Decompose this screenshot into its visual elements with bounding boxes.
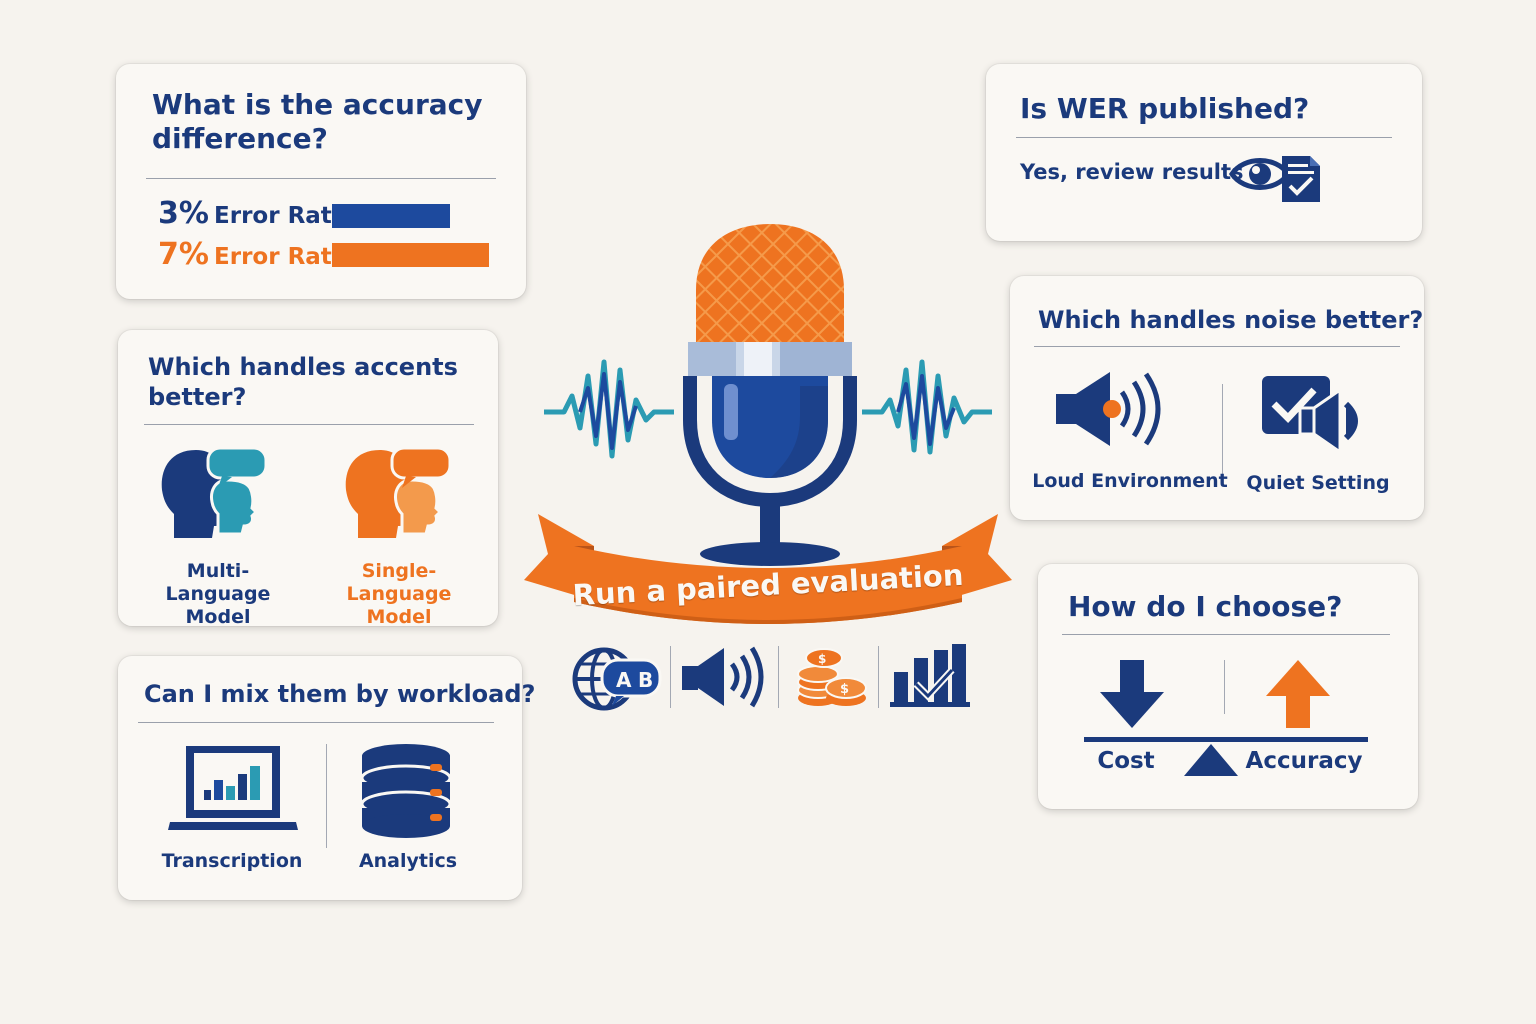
analytics-label: Analytics (358, 850, 458, 872)
error-rate-label-2: Error Rate (214, 244, 348, 270)
choose-card-separator (1224, 660, 1225, 714)
choose-card-title: How do I choose? (1068, 590, 1343, 623)
database-icon (360, 744, 452, 838)
wer-card: Is WER published? Yes, review results (986, 64, 1422, 241)
error-rate-bar-1 (332, 204, 450, 228)
error-rate-row-2: 7% Error Rate (158, 237, 347, 272)
quiet-setting-label: Quiet Setting (1246, 472, 1390, 494)
checkbox-speaker-icon (1262, 376, 1358, 455)
error-rate-value-2: 7% (158, 237, 209, 272)
speaker-loud-icon (1056, 372, 1161, 446)
accuracy-card: What is the accuracy difference? 3% Erro… (116, 64, 526, 299)
noise-card-separator (1222, 384, 1223, 476)
wer-card-title: Is WER published? (1020, 92, 1310, 125)
accents-card-title: Which handles accents better? (148, 353, 458, 411)
banner-ribbon (524, 514, 1012, 624)
center-icon-separator-3 (878, 646, 879, 708)
svg-text:$: $ (818, 652, 826, 666)
accuracy-card-title: What is the accuracy difference? (152, 88, 483, 156)
multi-language-label: Multi-Language Model (165, 560, 271, 628)
error-rate-label-1: Error Rate (214, 203, 348, 229)
svg-text:B: B (638, 668, 653, 692)
accuracy-label: Accuracy (1245, 748, 1363, 774)
wer-answer: Yes, review results (1020, 160, 1244, 184)
multi-language-heads-icon (161, 446, 268, 538)
balance-fulcrum-icon (1184, 744, 1238, 776)
noise-card-divider (1034, 346, 1400, 347)
workload-card-title: Can I mix them by workload? (144, 680, 536, 708)
laptop-chart-icon (168, 746, 298, 830)
workload-card-divider (138, 722, 494, 723)
svg-text:A: A (616, 668, 632, 692)
accents-card-divider (144, 424, 474, 425)
noise-card-title: Which handles noise better? (1038, 306, 1424, 334)
center-icon-separator-2 (778, 646, 779, 708)
workload-card-separator (326, 744, 327, 848)
sound-wave-right-icon (862, 359, 992, 455)
error-rate-value-1: 3% (158, 196, 209, 231)
loud-environment-label: Loud Environment (1032, 470, 1228, 492)
accuracy-card-divider (146, 178, 496, 179)
single-language-heads-icon (345, 446, 452, 538)
up-arrow-icon (1266, 660, 1330, 728)
error-rate-row-1: 3% Error Rate (158, 196, 347, 231)
workload-card: Can I mix them by workload? Transcriptio… (118, 656, 535, 900)
single-language-label: Single-Language Model (346, 560, 452, 628)
svg-text:$: $ (840, 682, 849, 697)
chart-check-icon (890, 644, 970, 707)
eye-document-icon (1228, 156, 1320, 202)
microphone-icon (683, 224, 857, 566)
speaker-icon (682, 646, 764, 708)
choose-card-divider (1062, 634, 1390, 635)
down-arrow-icon (1100, 660, 1164, 728)
error-rate-bar-2 (332, 243, 489, 267)
choose-card: How do I choose? Cost Accuracy (1038, 564, 1418, 809)
center-icon-separator-1 (670, 646, 671, 708)
transcription-label: Transcription (161, 850, 303, 872)
wer-card-divider (1016, 137, 1392, 138)
noise-card: Which handles noise better? Loud Environ… (1010, 276, 1424, 520)
accents-card: Which handles accents better? Multi-Lang… (118, 330, 498, 628)
cost-label: Cost (1097, 748, 1155, 774)
sound-wave-left-icon (544, 359, 674, 459)
balance-beam (1084, 737, 1368, 742)
coins-icon: $ $ (797, 648, 867, 706)
globe-ab-icon: A B (572, 647, 662, 711)
